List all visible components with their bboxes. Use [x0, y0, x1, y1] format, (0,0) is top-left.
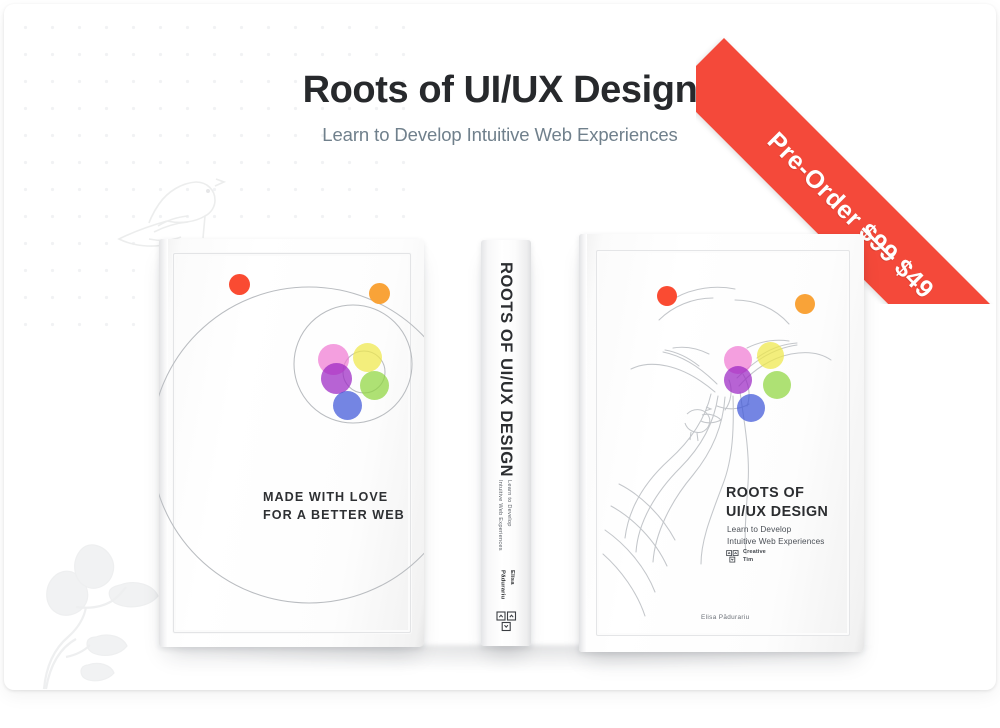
- book-back-edge: [159, 239, 168, 647]
- front-cover-subtitle: Learn to Develop Intuitive Web Experienc…: [727, 524, 825, 549]
- front-cover-tree-art: [602, 286, 832, 617]
- back-tagline-line1: MADE WITH LOVE: [263, 490, 389, 504]
- accent-dot-green: [360, 371, 389, 400]
- book-front-emboss-frame: [596, 250, 850, 636]
- book-mockup-group: MADE WITH LOVE FOR A BETTER WEB ROOTS OF…: [4, 234, 996, 671]
- front-subtitle-line2: Intuitive Web Experiences: [727, 537, 825, 547]
- accent-dot-blue: [333, 391, 362, 420]
- book-back-cover[interactable]: MADE WITH LOVE FOR A BETTER WEB: [159, 239, 424, 647]
- brand-line2: Tim: [743, 557, 754, 564]
- page-subtitle: Learn to Develop Intuitive Web Experienc…: [322, 123, 678, 145]
- front-cover-author: Elisa Pădurariu: [701, 614, 750, 621]
- creative-tim-logo: [726, 550, 739, 563]
- accent-dot-orange: [369, 283, 390, 304]
- front-cover-title: ROOTS OF UI/UX DESIGN: [726, 484, 828, 523]
- spine-subtitle: Learn to Develop Intuitive Web Experienc…: [495, 480, 513, 551]
- book-front-edge: [579, 234, 587, 652]
- accent-dot-purple: [724, 366, 752, 394]
- accent-dot-yellow: [757, 342, 784, 369]
- spine-subtitle-line2: Intuitive Web Experiences: [496, 480, 503, 551]
- back-cover-tagline: MADE WITH LOVE FOR A BETTER WEB: [263, 488, 405, 524]
- brand-line1: Creative: [743, 549, 766, 555]
- accent-dot-yellow: [353, 343, 382, 372]
- book-spine[interactable]: ROOTS OF UI/UX DESIGN Learn to Develop I…: [481, 240, 531, 646]
- back-tagline-line2: FOR A BETTER WEB: [263, 508, 405, 523]
- page-title: Roots of UI/UX Design: [302, 69, 698, 111]
- accent-dot-red: [229, 274, 250, 295]
- accent-dot-green: [763, 371, 791, 399]
- front-cover-brand: Creative Tim: [726, 548, 766, 565]
- book-front-cover[interactable]: ROOTS OF UI/UX DESIGN Learn to Develop I…: [579, 234, 864, 652]
- accent-dot-red: [657, 286, 677, 306]
- product-hero-card: Pre-Order$99$49 Roots of UI/UX Design Le…: [4, 4, 996, 690]
- spine-author-line1: Elisa: [508, 570, 515, 585]
- spine-subtitle-line1: Learn to Develop: [505, 480, 512, 527]
- accent-dot-blue: [737, 394, 765, 422]
- hero-heading-block: Roots of UI/UX Design Learn to Develop I…: [4, 4, 996, 146]
- book-back-emboss-frame: [173, 253, 411, 633]
- spine-title: ROOTS OF UI/UX DESIGN: [497, 262, 515, 478]
- creative-tim-logo: [496, 611, 517, 632]
- front-title-line1: ROOTS OF: [726, 485, 805, 501]
- accent-dot-purple: [321, 363, 352, 394]
- accent-dot-orange: [795, 294, 815, 314]
- spine-author-line2: Pădurariu: [499, 570, 506, 600]
- front-subtitle-line1: Learn to Develop: [727, 525, 792, 534]
- spine-author: Elisa Pădurariu: [497, 570, 516, 599]
- front-title-line2: UI/UX DESIGN: [726, 504, 829, 521]
